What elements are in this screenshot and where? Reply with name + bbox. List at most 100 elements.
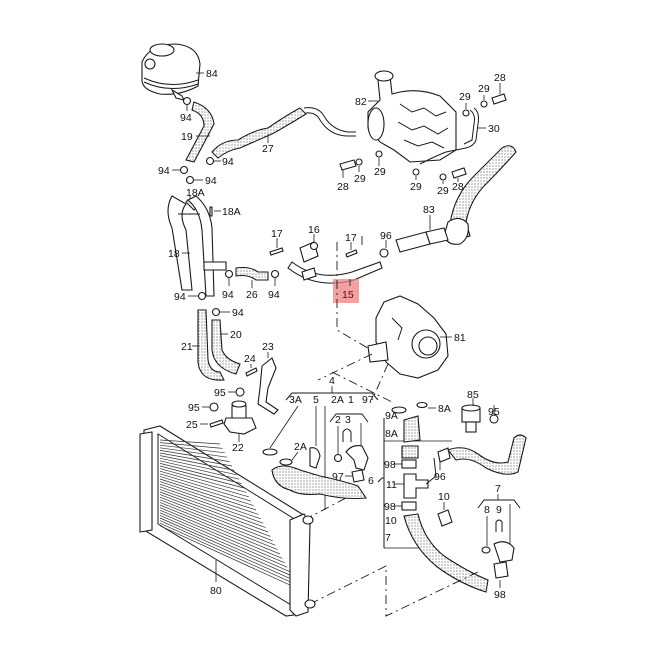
o-ring-9A[interactable] <box>391 406 407 414</box>
washer-29[interactable] <box>462 109 470 117</box>
radiator-fin <box>159 470 249 498</box>
callout-28-a: 28 <box>494 72 506 84</box>
connector-5[interactable] <box>309 447 321 469</box>
clamp-96[interactable] <box>437 447 451 463</box>
radiator-upper-hose[interactable] <box>271 465 367 500</box>
radiator-lower-hose[interactable] <box>403 513 489 593</box>
callout-7-a: 7 <box>385 532 391 544</box>
callout-28-b: 28 <box>337 181 349 193</box>
o-ring-2[interactable] <box>333 453 343 463</box>
o-ring-8A[interactable] <box>416 401 428 409</box>
callout-25: 25 <box>186 419 198 431</box>
radiator-fin <box>159 463 242 484</box>
radiator-fin <box>159 442 223 449</box>
bolt-17[interactable] <box>345 249 358 258</box>
clamp-96[interactable] <box>379 248 389 258</box>
clamp-94[interactable] <box>205 156 215 166</box>
hose-21[interactable] <box>197 309 225 381</box>
radiator-80[interactable] <box>139 425 316 617</box>
t-connector-11[interactable] <box>403 473 429 499</box>
bolt-28[interactable] <box>451 167 467 179</box>
clamp-94[interactable] <box>211 307 221 317</box>
callout-82: 82 <box>355 96 367 108</box>
clamp-94[interactable] <box>197 291 207 301</box>
clamp-98[interactable] <box>493 561 509 579</box>
fitting-97[interactable] <box>351 469 365 483</box>
clamp-94[interactable] <box>185 175 195 185</box>
water-pump-81[interactable] <box>367 295 449 379</box>
connector-1[interactable] <box>345 445 369 471</box>
bolt-28[interactable] <box>339 159 357 171</box>
clip-10[interactable] <box>437 509 453 527</box>
callout-20: 20 <box>230 329 242 341</box>
callout-94-f: 94 <box>222 289 234 301</box>
clamp-94[interactable] <box>270 269 280 279</box>
radiator-fin <box>159 468 247 493</box>
washer-29[interactable] <box>412 168 420 176</box>
radiator-fin <box>159 465 245 489</box>
radiator-fin <box>159 525 300 590</box>
radiator-fin <box>159 476 254 506</box>
callout-18A-1: 18A <box>186 187 205 199</box>
radiator-fin <box>159 512 288 568</box>
bolt-28[interactable] <box>491 93 507 105</box>
hose-segment[interactable] <box>401 445 419 459</box>
o-ring-8[interactable] <box>481 546 491 554</box>
callout-83: 83 <box>423 204 435 216</box>
callout-7-b: 7 <box>495 483 501 495</box>
callout-8A-top: 8A <box>438 403 451 415</box>
turbocharger-82[interactable] <box>367 70 457 163</box>
callout-80: 80 <box>210 585 222 597</box>
bracket-23[interactable] <box>257 357 279 415</box>
clip-3[interactable] <box>342 428 352 442</box>
clamp-94[interactable] <box>224 269 234 279</box>
clip-9[interactable] <box>495 519 503 532</box>
callout-97-b: 97 <box>332 471 344 483</box>
bolt-24[interactable] <box>245 367 258 377</box>
callout-10-a: 10 <box>385 515 397 527</box>
o-ring-2A[interactable] <box>279 458 293 466</box>
washer-29[interactable] <box>439 173 447 181</box>
clamp-95[interactable] <box>235 387 245 397</box>
callout-94-c: 94 <box>158 165 170 177</box>
o-ring-3A[interactable] <box>262 448 278 456</box>
callout-84: 84 <box>206 68 218 80</box>
bolt-18A[interactable] <box>209 206 213 217</box>
hose-segment[interactable] <box>403 415 421 443</box>
callout-96-a: 96 <box>380 230 392 242</box>
callout-3A: 3A <box>289 394 302 406</box>
washer-29[interactable] <box>375 150 383 158</box>
expansion-tank[interactable] <box>141 43 201 101</box>
coolant-pump-22[interactable] <box>223 400 257 435</box>
clamp-98[interactable] <box>401 501 417 511</box>
bolt-25[interactable] <box>209 419 224 428</box>
callout-94-h: 94 <box>232 307 244 319</box>
hose-20[interactable] <box>211 319 241 375</box>
connector-7[interactable] <box>493 541 515 563</box>
clamp-95[interactable] <box>209 402 219 412</box>
hose-26[interactable] <box>235 266 269 281</box>
hose-83[interactable] <box>449 145 517 241</box>
callout-9: 9 <box>496 504 502 516</box>
valve-85[interactable] <box>461 404 481 433</box>
hose-85-line[interactable] <box>447 434 527 475</box>
washer-29[interactable] <box>355 158 363 166</box>
callout-1: 1 <box>348 394 354 406</box>
radiator-fin <box>159 520 295 581</box>
radiator-fin <box>159 483 261 520</box>
callout-94-d: 94 <box>205 175 217 187</box>
pipe-assembly-18[interactable] <box>167 195 227 297</box>
callout-5: 5 <box>313 394 319 406</box>
bolt-17[interactable] <box>269 247 284 256</box>
clamp-94[interactable] <box>182 96 192 106</box>
radiator-fin <box>159 452 233 467</box>
hose-19[interactable] <box>185 101 215 163</box>
washer-29[interactable] <box>480 100 488 108</box>
pipe-30[interactable] <box>419 107 479 165</box>
hose-27[interactable] <box>211 107 307 159</box>
clamp-98[interactable] <box>401 459 417 469</box>
callout-6: 6 <box>368 475 374 487</box>
clamp-94[interactable] <box>179 165 189 175</box>
o-ring-16[interactable] <box>309 241 319 251</box>
